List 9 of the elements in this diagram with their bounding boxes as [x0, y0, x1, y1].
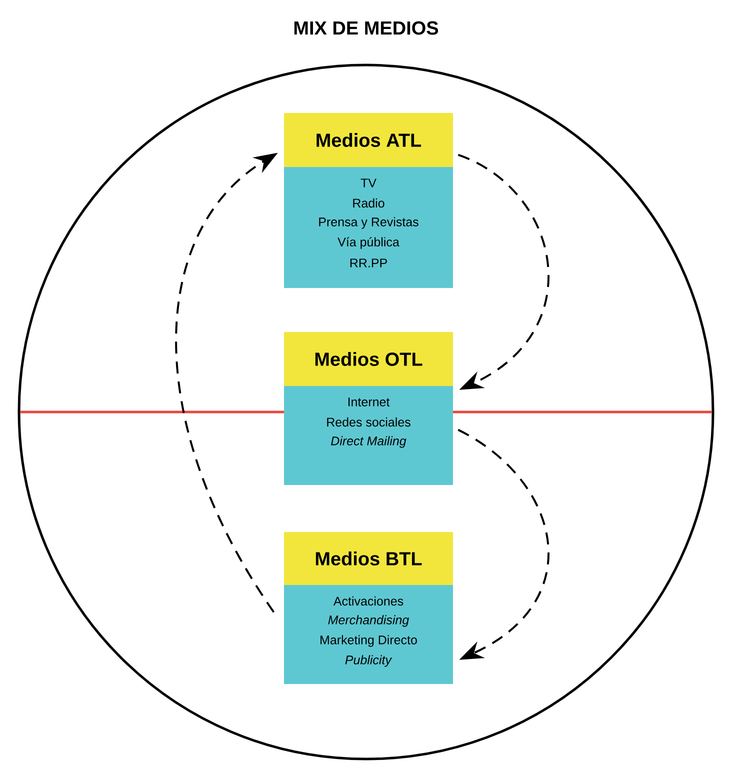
media-box: Medios ATL TV Radio Prensa y Revistas Vía pública RR.PP [284, 113, 453, 288]
title: MIX DE MEDIOS [294, 21, 438, 35]
media-box: Medios BTL Activaciones Merchandising Marketing Directo Publicity [284, 532, 453, 684]
media-box: Medios OTL Internet Redes sociales Direct Mailing [284, 332, 453, 485]
node-label: Medios BTL [316, 552, 422, 566]
arrow [458, 154, 550, 390]
arrow [458, 428, 550, 660]
node-label: Medios ATL [316, 133, 422, 147]
node-label: Medios OTL [315, 352, 422, 366]
